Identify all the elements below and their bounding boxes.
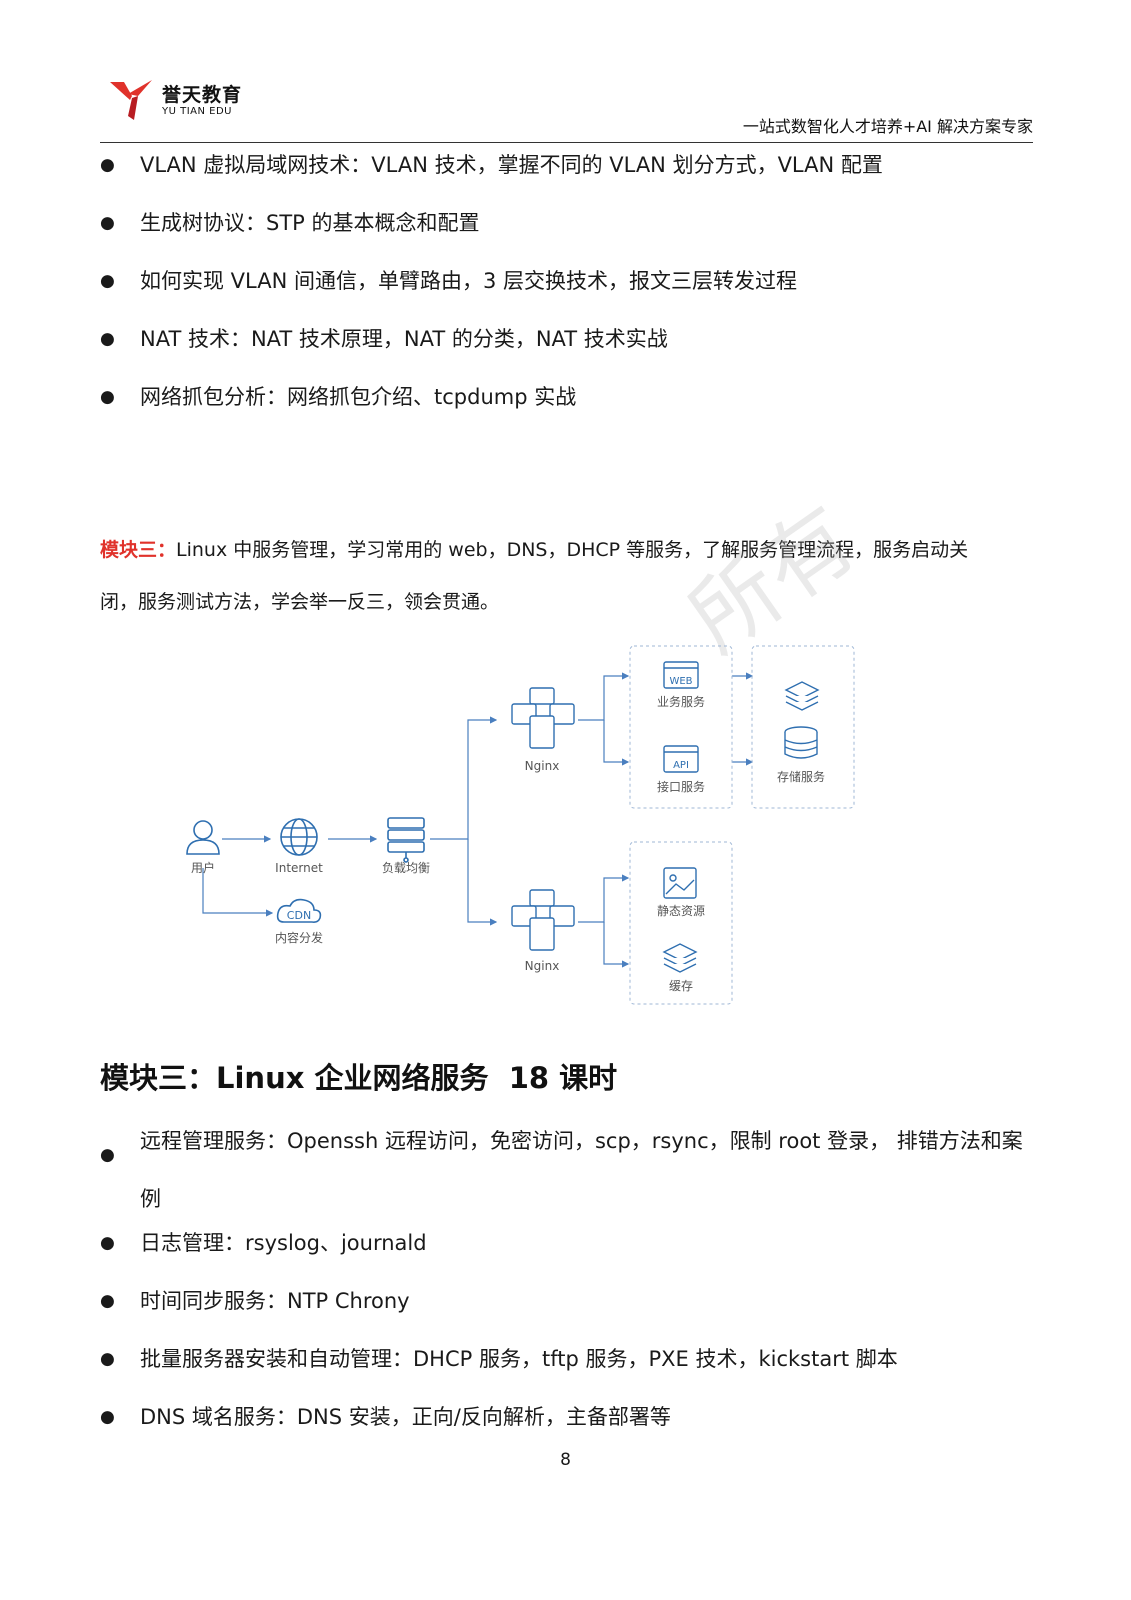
api-label: 接口服务	[657, 779, 705, 794]
list-item: VLAN 虚拟局域网技术：VLAN 技术，掌握不同的 VLAN 划分方式，VLA…	[100, 151, 1033, 179]
load-balancer-label: 负载均衡	[382, 861, 430, 875]
architecture-diagram: 用户 Internet CDN 内容分发 负载均衡 Nginx Nginx	[186, 645, 855, 1005]
page-number: 8	[560, 1450, 571, 1470]
user-icon	[186, 820, 220, 855]
nginx-server-icon	[511, 687, 575, 749]
user-label: 用户	[191, 860, 215, 875]
layers-icon	[784, 681, 820, 711]
database-icon	[784, 726, 818, 759]
module-intro-text: Linux 中服务管理，学习常用的 web，DNS，DHCP 等服务，了解服务管…	[100, 539, 969, 613]
page-header: 誉天教育 YU TIAN EDU 一站式数智化人才培养+AI 解决方案专家	[100, 70, 1033, 143]
list-item: 网络抓包分析：网络抓包介绍、tcpdump 实战	[100, 383, 1033, 411]
cloud-icon	[276, 898, 322, 923]
web-text: WEB	[669, 676, 692, 687]
list-item: 远程管理服务：Openssh 远程访问，免密访问，scp，rsync，限制 ro…	[100, 1112, 1033, 1228]
module-label: 模块三：	[100, 539, 177, 561]
nginx-top-label: Nginx	[525, 759, 560, 773]
module-intro: 模块三：Linux 中服务管理，学习常用的 web，DNS，DHCP 等服务，了…	[100, 524, 1000, 628]
cdn-text: CDN	[287, 909, 311, 922]
list-item: DNS 域名服务：DNS 安装，正向/反向解析，主备部署等	[100, 1403, 1033, 1431]
api-text: API	[673, 760, 689, 771]
nginx-server-icon	[511, 889, 575, 951]
cdn-label: 内容分发	[275, 930, 323, 945]
yutian-logo-icon	[110, 80, 152, 120]
header-slogan: 一站式数智化人才培养+AI 解决方案专家	[742, 117, 1033, 136]
list-item: 日志管理：rsyslog、journald	[100, 1229, 1033, 1257]
image-icon	[663, 867, 697, 899]
web-window-icon	[663, 661, 699, 689]
list-item: 生成树协议：STP 的基本概念和配置	[100, 209, 1033, 237]
storage-label: 存储服务	[777, 769, 825, 784]
logo-chinese-name: 誉天教育	[162, 84, 243, 106]
static-label: 静态资源	[657, 904, 705, 918]
nginx-bottom-label: Nginx	[525, 959, 560, 973]
web-label: 业务服务	[657, 694, 705, 709]
layers-icon	[662, 943, 698, 973]
list-item: 批量服务器安装和自动管理：DHCP 服务，tftp 服务，PXE 技术，kick…	[100, 1345, 1033, 1373]
topic-list-network: VLAN 虚拟局域网技术：VLAN 技术，掌握不同的 VLAN 划分方式，VLA…	[100, 151, 1033, 441]
list-item: NAT 技术：NAT 技术原理，NAT 的分类，NAT 技术实战	[100, 325, 1033, 353]
logo-english-name: YU TIAN EDU	[162, 106, 233, 117]
internet-label: Internet	[275, 861, 323, 875]
section-title: 模块三：Linux 企业网络服务 18 课时	[100, 1061, 618, 1095]
list-item: 时间同步服务：NTP Chrony	[100, 1287, 1033, 1315]
api-window-icon	[663, 745, 699, 773]
globe-icon	[280, 818, 318, 856]
load-balancer-icon	[387, 817, 425, 863]
list-item: 如何实现 VLAN 间通信，单臂路由，3 层交换技术，报文三层转发过程	[100, 267, 1033, 295]
topic-list-services: 远程管理服务：Openssh 远程访问，免密访问，scp，rsync，限制 ro…	[100, 1112, 1033, 1461]
cache-label: 缓存	[669, 979, 693, 993]
